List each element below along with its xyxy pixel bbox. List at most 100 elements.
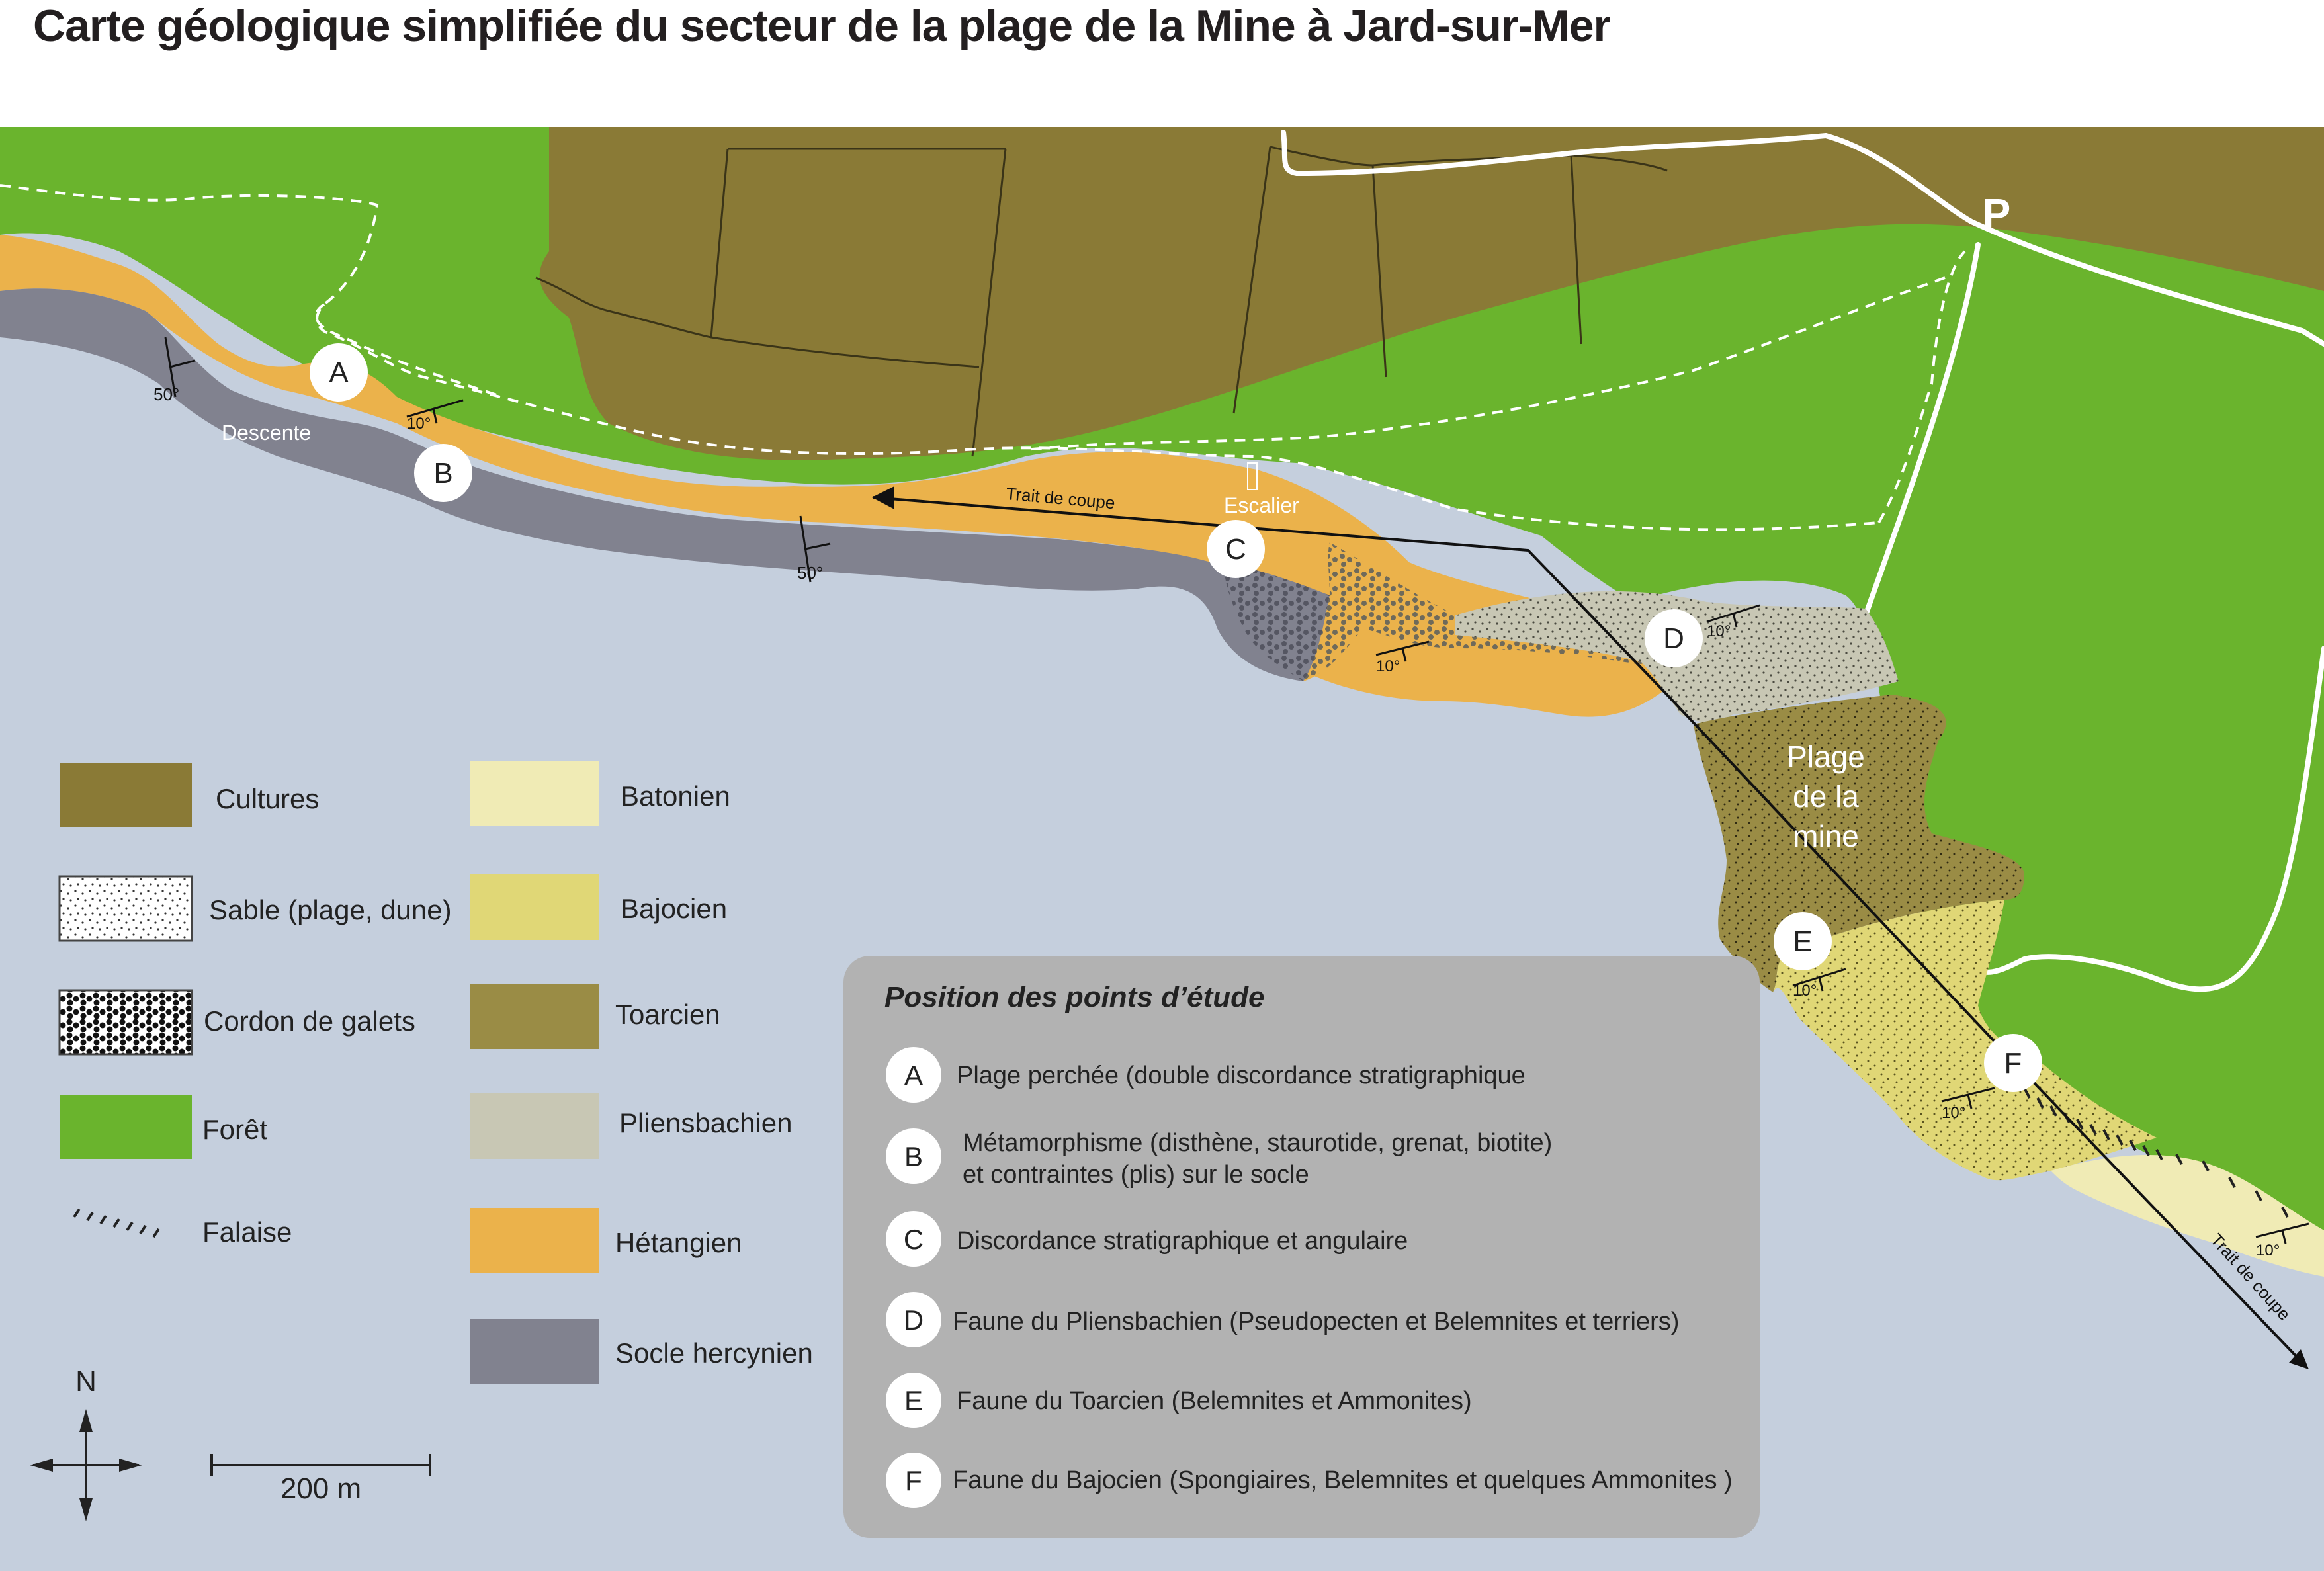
galets-grey-zone <box>1224 562 1330 681</box>
plage-label-2: de la <box>1793 779 1859 814</box>
study-point-letter: E <box>904 1385 923 1416</box>
dip-label: 10° <box>407 415 431 433</box>
legend-batonien: Batonien <box>470 761 730 826</box>
study-point-b[interactable]: B Métamorphisme (disthène, staurotide, g… <box>886 1128 1552 1189</box>
map-point-letter: D <box>1663 622 1684 655</box>
legend-pliensbachien: Pliensbachien <box>470 1093 793 1159</box>
dip-label: 50° <box>797 563 823 583</box>
legend-swatch <box>470 1093 599 1159</box>
compass: N <box>30 1365 142 1521</box>
dip-label: 10° <box>1707 622 1731 640</box>
study-point-f[interactable]: F Faune du Bajocien (Spongiaires, Belemn… <box>886 1453 1733 1508</box>
toarcien-zone <box>1694 695 2024 992</box>
study-point-text: Plage perchée (double discordance strati… <box>957 1062 1526 1089</box>
dip-symbol: 10° <box>1941 1087 1995 1122</box>
legend-falaise-symbol <box>73 1208 160 1238</box>
legend-swatch <box>60 763 192 827</box>
socle-zone <box>0 288 1303 681</box>
study-point-text: Discordance stratigraphique et angulaire <box>957 1227 1408 1255</box>
trait-de-coupe <box>872 486 2309 1369</box>
study-point-d[interactable]: D Faune du Pliensbachien (Pseudopecten e… <box>886 1292 1679 1347</box>
map-title: Carte géologique simplifiée du secteur d… <box>33 1 1611 51</box>
dip-symbol: 50° <box>797 515 831 583</box>
study-point-text-2: et contraintes (plis) sur le socle <box>963 1161 1309 1189</box>
legend-label: Batonien <box>621 781 730 812</box>
legend-label: Hétangien <box>615 1227 742 1258</box>
foret-zone <box>0 127 2324 1277</box>
map-point-b[interactable]: B <box>414 444 472 502</box>
batonien-zone <box>2051 1155 2324 1277</box>
north-label: N <box>75 1365 97 1398</box>
descente-label: Descente <box>222 421 311 445</box>
legend-label: Cultures <box>216 783 319 814</box>
legend-foret: Forêt <box>60 1095 267 1159</box>
dip-symbol: 10° <box>406 399 464 433</box>
legend-label: Cordon de galets <box>204 1005 415 1037</box>
map-point-c[interactable]: C <box>1207 520 1265 578</box>
study-points-panel: Position des points d’étude A Plage perc… <box>843 956 1760 1538</box>
legend-label: Bajocien <box>621 893 727 924</box>
legend-toarcien: Toarcien <box>470 984 720 1049</box>
map-point-d[interactable]: D <box>1645 609 1703 667</box>
escalier-symbol <box>1247 462 1258 490</box>
study-point-text: Faune du Toarcien (Belemnites et Ammonit… <box>957 1387 1472 1415</box>
dip-symbol: 10° <box>1706 604 1760 640</box>
map-point-letter: A <box>329 357 349 389</box>
cultures-zone <box>539 127 2324 460</box>
legend-label: Toarcien <box>615 999 720 1030</box>
legend-bajocien: Bajocien <box>470 874 727 940</box>
legend-swatch <box>60 1095 192 1159</box>
legend-swatch <box>470 761 599 826</box>
scale-bar: 200 m <box>210 1454 431 1505</box>
study-point-text: Faune du Pliensbachien (Pseudopecten et … <box>953 1308 1679 1336</box>
legend-label: Socle hercynien <box>615 1337 813 1369</box>
study-point-letter: A <box>904 1060 923 1091</box>
dip-symbol: 10° <box>1792 968 1846 999</box>
study-point-letter: B <box>904 1141 923 1172</box>
dip-symbol: 10° <box>1375 640 1430 675</box>
study-point-letter: C <box>904 1224 924 1255</box>
field-boundaries <box>535 146 1668 457</box>
dip-label: 10° <box>2256 1242 2280 1259</box>
dip-label: 10° <box>1376 658 1400 675</box>
map-point-e[interactable]: E <box>1774 912 1832 970</box>
study-point-letter: D <box>904 1304 924 1336</box>
legend-falaise: Falaise <box>73 1208 292 1248</box>
legend-swatch <box>470 1319 599 1384</box>
study-point-a[interactable]: A Plage perchée (double discordance stra… <box>886 1047 1526 1103</box>
legend-swatch <box>470 984 599 1049</box>
legend-cultures: Cultures <box>60 763 319 827</box>
dip-label: 10° <box>1942 1104 1965 1122</box>
study-points-heading: Position des points d’étude <box>884 981 1264 1013</box>
dip-symbol: 10° <box>2255 1222 2309 1259</box>
legend-swatch <box>58 989 193 1056</box>
study-point-text: Métamorphisme (disthène, staurotide, gre… <box>963 1129 1552 1157</box>
legend-swatch <box>470 1208 599 1273</box>
map-point-f[interactable]: F <box>1984 1034 2042 1092</box>
parking-label: P <box>1983 190 2011 237</box>
footpath <box>0 184 1966 531</box>
map-point-letter: E <box>1793 925 1812 958</box>
dip-symbol: 50° <box>153 337 196 404</box>
legend-hetangien: Hétangien <box>470 1208 742 1273</box>
roads <box>1281 130 2324 992</box>
study-point-c[interactable]: C Discordance stratigraphique et angulai… <box>886 1211 1408 1267</box>
escalier-label: Escalier <box>1224 493 1299 517</box>
legend-label: Sable (plage, dune) <box>209 894 452 925</box>
study-point-text: Faune du Bajocien (Spongiaires, Belemnit… <box>953 1466 1733 1494</box>
legend-swatch <box>58 875 193 942</box>
study-point-e[interactable]: E Faune du Toarcien (Belemnites et Ammon… <box>886 1373 1472 1428</box>
map-point-letter: C <box>1225 533 1246 566</box>
plage-label-1: Plage <box>1787 740 1865 774</box>
legend-label: Pliensbachien <box>619 1107 793 1138</box>
legend-label: Forêt <box>202 1114 267 1145</box>
dip-label: 10° <box>1793 982 1817 999</box>
legend-galets: Cordon de galets <box>58 989 415 1056</box>
legend-swatch <box>470 874 599 940</box>
scale-label: 200 m <box>280 1472 361 1505</box>
map-point-a[interactable]: A <box>310 343 368 402</box>
legend-sable: Sable (plage, dune) <box>58 875 452 942</box>
legend-socle: Socle hercynien <box>470 1319 813 1384</box>
legend-label: Falaise <box>202 1216 292 1248</box>
